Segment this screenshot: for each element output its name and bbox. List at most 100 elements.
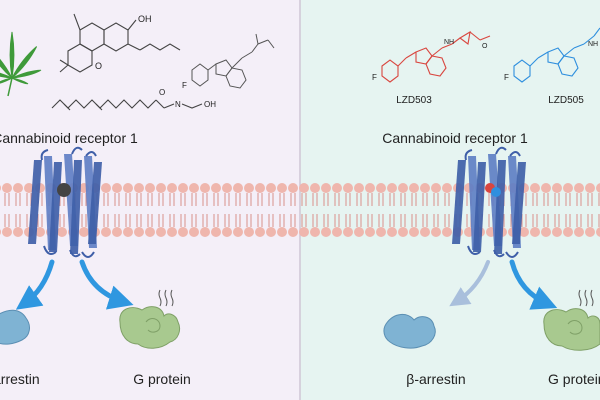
- lipid-head: [354, 227, 364, 237]
- thc-structure: [59, 13, 181, 73]
- lipid-head: [112, 227, 122, 237]
- left-cb1-receptor: [28, 146, 102, 258]
- lipid-head: [343, 227, 353, 237]
- lipid-head: [0, 229, 1, 235]
- right-bound-ligand-blue: [491, 187, 501, 197]
- lipid-head: [244, 227, 254, 237]
- transmembrane-helix: [88, 162, 102, 244]
- lipid-head: [365, 183, 375, 193]
- lipid-head: [596, 183, 600, 193]
- right-gprotein-arrow-strong: [509, 259, 558, 310]
- lipid-head: [376, 227, 386, 237]
- lipid-head: [200, 183, 210, 193]
- left-panel: OH O O N OH F Cannabinoid recep: [0, 13, 298, 387]
- lipid-head: [211, 227, 221, 237]
- lipid-head: [13, 183, 23, 193]
- lipid-head: [343, 183, 353, 193]
- lipid-head: [266, 227, 276, 237]
- left-gprotein-label: G protein: [133, 371, 191, 387]
- lipid-head: [112, 183, 122, 193]
- extracellular-loops: [40, 146, 97, 161]
- transmembrane-helix: [452, 160, 466, 244]
- lipid-head: [123, 183, 133, 193]
- lzd503-oxygen-label: O: [482, 43, 488, 50]
- lipid-head: [310, 183, 320, 193]
- lipid-head: [101, 183, 111, 193]
- transmembrane-helix: [28, 160, 42, 244]
- right-arrestin-arrow-weak: [449, 260, 490, 307]
- chain-hydroxyl-label: OH: [204, 100, 216, 109]
- lipid-head: [211, 183, 221, 193]
- right-arrestin-label: β-arrestin: [406, 371, 465, 387]
- lipid-head: [0, 185, 1, 191]
- left-gprotein-arrow: [79, 259, 134, 310]
- lzd503-fluorine-label: F: [372, 73, 377, 82]
- lipid-head: [167, 183, 177, 193]
- lipid-head: [563, 183, 573, 193]
- lipid-head: [167, 227, 177, 237]
- synthetic-cannabinoid-structure: [191, 33, 275, 89]
- lipid-head: [233, 183, 243, 193]
- lzd505-fluorine-label: F: [504, 73, 509, 82]
- lipid-head: [585, 227, 595, 237]
- left-gprotein-icon: [119, 289, 181, 349]
- lipid-head: [431, 183, 441, 193]
- lipid-head: [409, 183, 419, 193]
- lipid-head: [2, 227, 12, 237]
- lipid-head: [541, 183, 551, 193]
- lipid-head: [156, 227, 166, 237]
- left-receptor-title: Cannabinoid receptor 1: [0, 130, 138, 146]
- lzd503-structure: [381, 30, 491, 83]
- amide-nh-label: N: [175, 100, 181, 109]
- lzd503-label: LZD503: [396, 95, 432, 106]
- lipid-head: [2, 183, 12, 193]
- lipid-head: [244, 183, 254, 193]
- lipid-head: [563, 227, 573, 237]
- right-cb1-receptor: [452, 146, 526, 258]
- intracellular-loops: [43, 245, 95, 258]
- left-arrestin-label: β-arrestin: [0, 371, 40, 387]
- cannabis-leaf-icon: [0, 31, 42, 97]
- lipid-head: [299, 227, 309, 237]
- lipid-head: [552, 183, 562, 193]
- hydroxyl-label: OH: [138, 14, 152, 24]
- transmembrane-helix: [494, 160, 506, 254]
- lipid-head: [398, 227, 408, 237]
- lipid-head: [255, 227, 265, 237]
- lipid-head: [321, 183, 331, 193]
- lipid-head: [299, 183, 309, 193]
- lipid-head: [596, 227, 600, 237]
- lipid-head: [442, 183, 452, 193]
- lipid-head: [145, 183, 155, 193]
- lipid-head: [222, 183, 232, 193]
- lipid-head: [530, 227, 540, 237]
- lipid-head: [387, 183, 397, 193]
- lipid-head: [266, 183, 276, 193]
- lipid-head: [189, 227, 199, 237]
- lipid-head: [519, 227, 529, 237]
- lipid-head: [123, 227, 133, 237]
- lipid-head: [13, 227, 23, 237]
- transmembrane-helix: [49, 162, 62, 252]
- lipid-head: [574, 227, 584, 237]
- amide-oxygen-label: O: [159, 88, 165, 97]
- transmembrane-helix: [473, 162, 486, 252]
- lipid-head: [420, 183, 430, 193]
- lipid-head: [255, 183, 265, 193]
- lipid-head: [541, 227, 551, 237]
- lipid-head: [277, 227, 287, 237]
- lipid-head: [24, 183, 34, 193]
- lipid-head: [277, 183, 287, 193]
- transmembrane-helix: [512, 162, 526, 244]
- lipid-head: [585, 183, 595, 193]
- extracellular-loops: [464, 146, 521, 161]
- lipid-head: [431, 227, 441, 237]
- lipid-head: [365, 227, 375, 237]
- lipid-head: [332, 183, 342, 193]
- lipid-head: [189, 183, 199, 193]
- lipid-head: [420, 227, 430, 237]
- lipid-head: [101, 227, 111, 237]
- transmembrane-helix: [70, 160, 82, 254]
- lipid-head: [57, 227, 67, 237]
- lipid-head: [310, 227, 320, 237]
